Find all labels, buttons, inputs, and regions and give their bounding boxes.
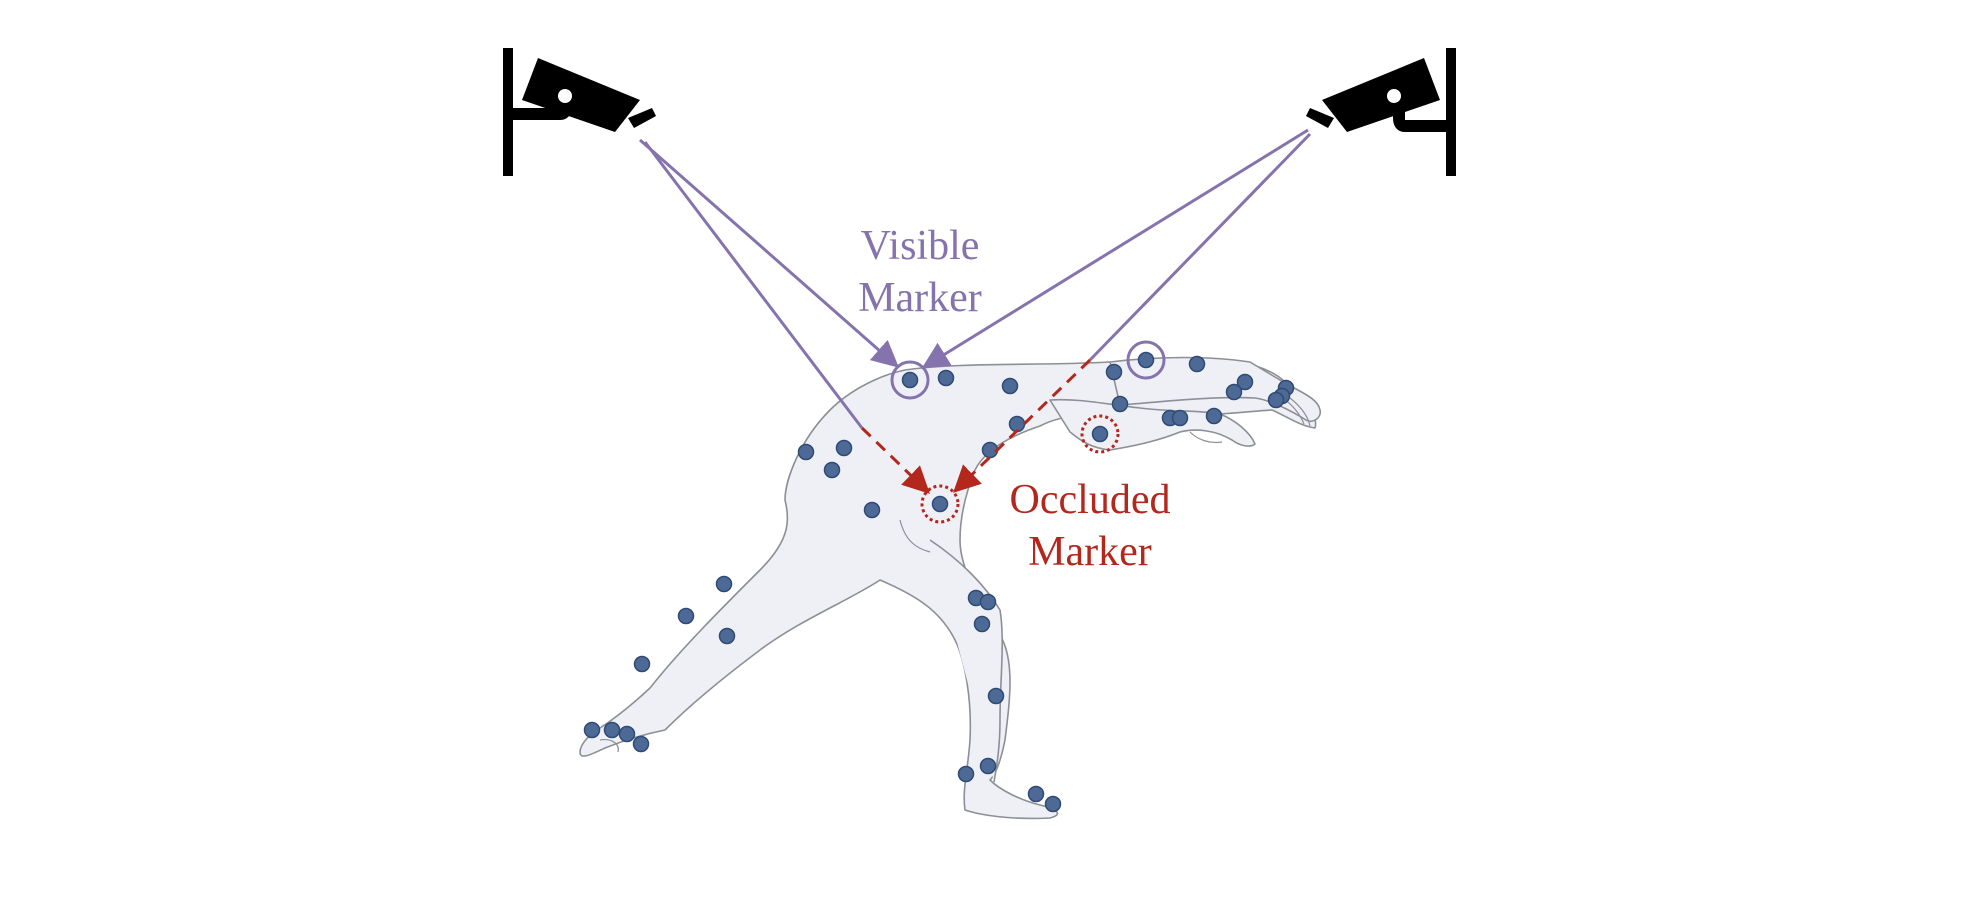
ray-left-camera-to-visible	[639, 138, 900, 368]
security-camera-icon-right	[1306, 48, 1456, 176]
ray-right-camera-continue	[1088, 132, 1312, 362]
occluded-marker-label-line2: Marker	[1028, 529, 1152, 575]
occluded-marker-highlights	[920, 414, 1120, 524]
occluded-marker-label-line1: Occluded	[1009, 477, 1171, 523]
marker-dot	[1105, 363, 1123, 381]
marker-dot	[863, 501, 881, 519]
marker-dot	[979, 757, 997, 775]
marker-dot	[973, 615, 991, 633]
marker-dot	[823, 461, 841, 479]
occluded-marker-circle-forearm	[1080, 414, 1120, 454]
ray-left-camera-continue	[643, 141, 864, 429]
marker-dot	[632, 735, 650, 753]
marker-dot	[1205, 407, 1223, 425]
ray-right-camera-to-visible	[921, 128, 1309, 369]
visible-marker-circle-arm	[1126, 340, 1166, 380]
marker-dot	[618, 725, 636, 743]
marker-dots	[583, 351, 1295, 813]
visible-marker-label: Visible Marker	[820, 220, 1020, 324]
marker-dot	[1188, 355, 1206, 373]
marker-dot	[583, 721, 601, 739]
marker-dot	[797, 443, 815, 461]
marker-dot	[957, 765, 975, 783]
right-arm	[1109, 356, 1322, 423]
marker-dot	[937, 369, 955, 387]
visible-rays	[639, 128, 1312, 429]
occluded-rays	[860, 358, 1092, 494]
marker-dot	[633, 655, 651, 673]
marker-dot	[677, 607, 695, 625]
occluded-marker-label: Occluded Marker	[980, 474, 1200, 578]
marker-dot	[979, 593, 997, 611]
marker-dot	[987, 687, 1005, 705]
occluded-marker-circle-chest	[920, 484, 960, 524]
visible-marker-highlights	[890, 340, 1166, 400]
marker-dot	[901, 371, 919, 389]
marker-dot	[1044, 795, 1062, 813]
marker-dot	[1091, 425, 1109, 443]
marker-dot	[1171, 409, 1189, 427]
marker-dot	[1267, 391, 1285, 409]
marker-dot	[835, 439, 853, 457]
marker-dot	[1111, 395, 1129, 413]
visible-marker-label-line2: Marker	[858, 275, 982, 321]
marker-dot	[1027, 785, 1045, 803]
security-camera-icon-left	[503, 48, 656, 176]
marker-dot	[1001, 377, 1019, 395]
visible-marker-circle-shoulder	[890, 360, 930, 400]
marker-dot	[603, 721, 621, 739]
marker-dot	[1225, 383, 1243, 401]
marker-dot	[1137, 351, 1155, 369]
marker-dot	[1236, 373, 1254, 391]
ray-left-camera-occluded	[860, 426, 930, 494]
marker-dot	[718, 627, 736, 645]
ray-right-camera-occluded	[953, 358, 1092, 493]
visible-marker-label-line1: Visible	[860, 223, 980, 269]
marker-dot	[931, 495, 949, 513]
human-body-figure	[579, 356, 1322, 820]
marker-dot	[715, 575, 733, 593]
